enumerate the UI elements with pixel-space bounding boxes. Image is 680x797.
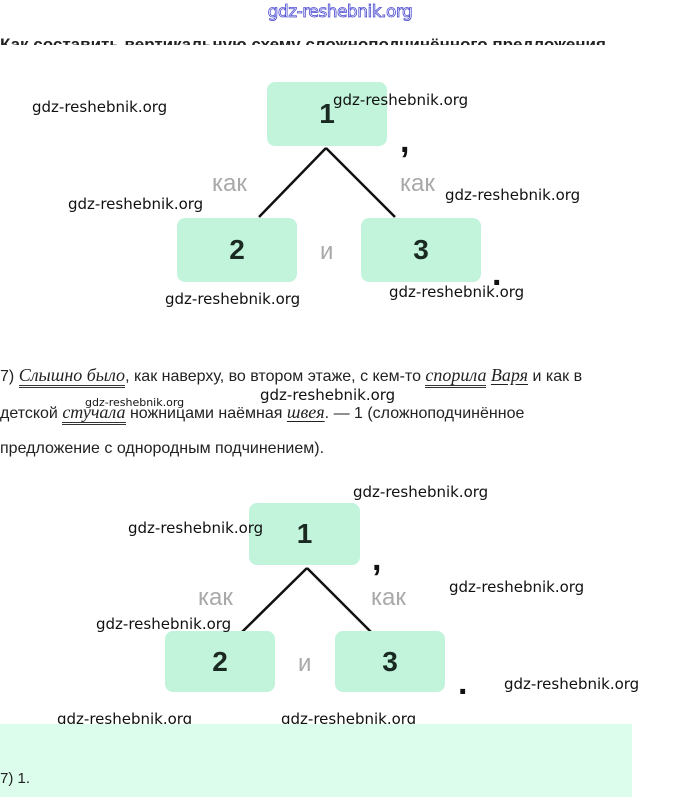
page-heading: Как составить вертикальную схему сложноп… — [0, 35, 606, 45]
sentence-line-2: детской стучала ножницами наёмная швея. … — [0, 402, 525, 425]
predicate-1: Слышно было — [18, 365, 126, 388]
scheme-1-right-branch — [325, 147, 396, 218]
predicate-3: стучала — [62, 402, 126, 425]
sentence-line-3: предложение с однородным подчинением). — [0, 440, 325, 457]
sentence-text: , как наверху, во втором этаже, с кем-то — [125, 368, 426, 385]
watermark: gdz-reshebnik.org — [96, 615, 232, 633]
sentence-number: 7) — [0, 368, 15, 385]
scheme-1-subordinate-clause-box-3: 3 — [361, 218, 481, 282]
scheme-2-right-branch — [306, 567, 372, 633]
scheme-1-period: . — [492, 255, 502, 293]
scheme-2-period: . — [458, 664, 468, 702]
scheme-1-left-branch — [258, 147, 327, 218]
scheme-2-left-branch — [241, 567, 308, 633]
watermark: gdz-reshebnik.org — [504, 675, 640, 693]
scheme-2-subordinate-clause-box-2: 2 — [165, 631, 275, 692]
scheme-1-middle-conjunction: и — [320, 238, 334, 265]
scheme-2-right-conjunction: как — [371, 584, 406, 611]
sentence-text: ножницами наёмная — [125, 405, 287, 422]
answer-panel — [0, 724, 632, 797]
sentence-text: . — 1 (сложноподчинённое — [324, 405, 525, 422]
watermark: gdz-reshebnik.org — [389, 283, 525, 301]
scheme-2-comma: , — [372, 540, 382, 578]
subject-2: Варя — [490, 365, 529, 385]
watermark: gdz-reshebnik.org — [445, 186, 581, 204]
watermark: gdz-reshebnik.org — [128, 519, 264, 537]
site-logo[interactable]: gdz-reshebnik.org — [267, 2, 413, 23]
sentence-text: и как в — [528, 368, 583, 385]
subject-3: швея — [286, 402, 325, 422]
watermark: gdz-reshebnik.org — [57, 710, 193, 728]
scheme-2-middle-conjunction: и — [298, 650, 312, 677]
sentence-text: детской — [0, 405, 63, 422]
watermark: gdz-reshebnik.org — [333, 91, 469, 109]
watermark: gdz-reshebnik.org — [449, 578, 585, 596]
sentence-line-1: 7) Слышно было, как наверху, во втором э… — [0, 365, 583, 388]
scheme-1-right-conjunction: как — [400, 170, 435, 197]
scheme-2-main-clause-box: 1 — [249, 503, 360, 565]
answer-text: 7) 1. — [0, 770, 31, 787]
watermark: gdz-reshebnik.org — [32, 98, 168, 116]
watermark: gdz-reshebnik.org — [281, 710, 417, 728]
watermark: gdz-reshebnik.org — [165, 290, 301, 308]
watermark: gdz-reshebnik.org — [353, 483, 489, 501]
watermark: gdz-reshebnik.org — [68, 195, 204, 213]
scheme-1-comma: , — [400, 122, 410, 160]
scheme-1-left-conjunction: как — [212, 170, 247, 197]
scheme-2-subordinate-clause-box-3: 3 — [335, 631, 445, 692]
scheme-2-left-conjunction: как — [198, 584, 233, 611]
scheme-1-subordinate-clause-box-2: 2 — [177, 218, 297, 282]
watermark: gdz-reshebnik.org — [85, 396, 185, 409]
scheme-1-main-clause-box: 1 — [267, 82, 387, 146]
predicate-2: спорила — [425, 365, 487, 388]
watermark: gdz-reshebnik.org — [260, 386, 396, 404]
